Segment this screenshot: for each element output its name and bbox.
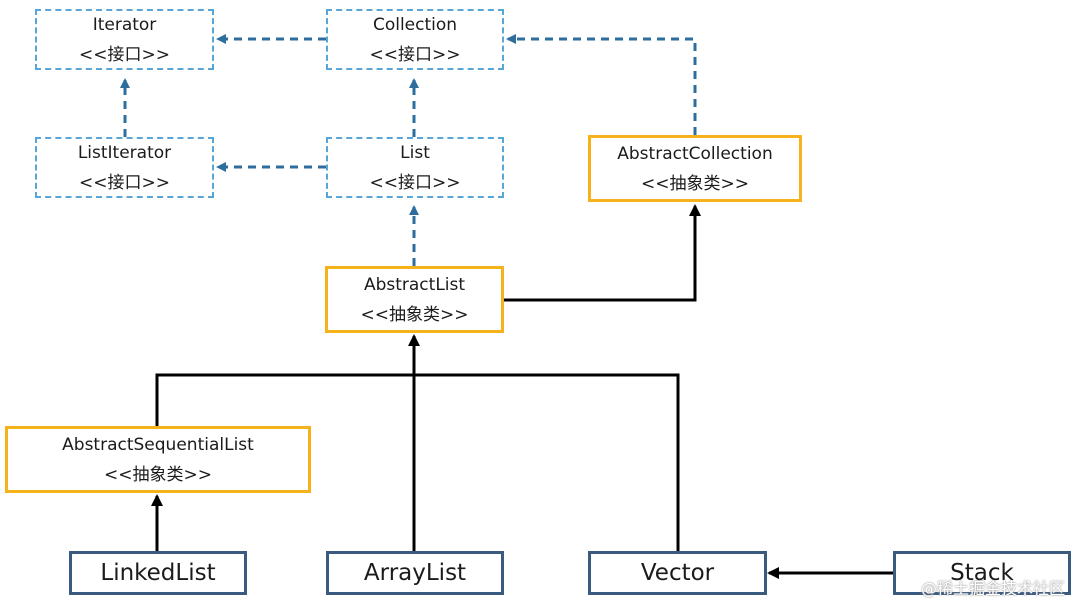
- edge-vector-to-abstractlist: [414, 373, 680, 551]
- node-abstractlist-name: AbstractList: [363, 274, 466, 295]
- node-linkedlist: LinkedList: [69, 551, 247, 595]
- node-list: List <<接口>>: [326, 137, 504, 198]
- node-arraylist: ArrayList: [326, 551, 504, 595]
- node-iterator-stereotype: <<接口>>: [79, 44, 170, 65]
- edge-abstractcollection-to-collection: [506, 34, 697, 135]
- node-abstractsequentiallist-name: AbstractSequentialList: [62, 434, 254, 455]
- node-collection-name: Collection: [372, 14, 458, 35]
- node-abstractsequentiallist: AbstractSequentialList <<抽象类>>: [5, 426, 311, 493]
- node-list-stereotype: <<接口>>: [369, 172, 461, 193]
- node-abstractsequentiallist-stereotype: <<抽象类>>: [104, 464, 212, 485]
- node-abstractlist-stereotype: <<抽象类>>: [360, 304, 469, 325]
- node-linkedlist-name: LinkedList: [100, 559, 216, 586]
- node-collection: Collection <<接口>>: [326, 9, 504, 70]
- node-abstractcollection: AbstractCollection <<抽象类>>: [588, 135, 802, 202]
- node-listiterator: ListIterator <<接口>>: [35, 137, 214, 198]
- node-iterator-name: Iterator: [92, 14, 157, 35]
- node-stack-name: Stack: [950, 559, 1014, 586]
- node-abstractlist: AbstractList <<抽象类>>: [325, 266, 504, 333]
- node-abstractcollection-name: AbstractCollection: [617, 143, 773, 164]
- node-vector-name: Vector: [640, 559, 715, 586]
- node-stack: Stack: [893, 551, 1071, 595]
- node-listiterator-stereotype: <<接口>>: [79, 172, 170, 193]
- node-listiterator-name: ListIterator: [77, 142, 172, 163]
- watermark-text: @稀土掘金技术社区: [920, 579, 1065, 598]
- edge-abstractsequentiallist-to-abstractlist: [155, 373, 414, 426]
- node-arraylist-name: ArrayList: [363, 559, 467, 586]
- node-list-name: List: [400, 142, 430, 163]
- node-abstractcollection-stereotype: <<抽象类>>: [641, 173, 749, 194]
- node-iterator: Iterator <<接口>>: [35, 9, 214, 70]
- node-vector: Vector: [588, 551, 767, 595]
- node-collection-stereotype: <<接口>>: [369, 44, 461, 65]
- edge-abstractlist-to-abstractcollection: [504, 204, 701, 302]
